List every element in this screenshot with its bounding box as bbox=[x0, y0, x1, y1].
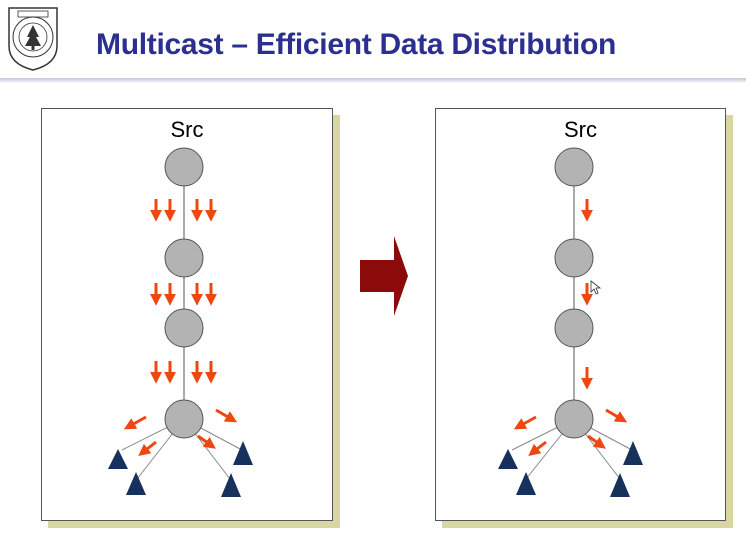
receiver-host bbox=[498, 449, 518, 469]
source-label: Src bbox=[564, 117, 597, 142]
router-branch bbox=[164, 399, 204, 439]
packet-arrow bbox=[197, 434, 216, 449]
router bbox=[164, 238, 204, 278]
packet-arrow bbox=[587, 434, 606, 449]
packet-arrow bbox=[215, 408, 238, 423]
logo-tree bbox=[25, 25, 41, 46]
router bbox=[164, 308, 204, 348]
router bbox=[554, 308, 594, 348]
packet-arrow bbox=[528, 440, 547, 456]
receiver-host bbox=[516, 472, 536, 495]
mouse-cursor-icon bbox=[590, 280, 602, 295]
multicast-panel: Src bbox=[435, 108, 726, 521]
source-label: Src bbox=[170, 117, 204, 142]
title-underline bbox=[0, 78, 746, 83]
logo-inner-ring bbox=[18, 22, 48, 52]
router-branch bbox=[554, 399, 594, 439]
receiver-host bbox=[126, 472, 146, 495]
university-logo-icon bbox=[8, 7, 58, 71]
unicast-diagram bbox=[108, 147, 253, 497]
router-source bbox=[164, 147, 204, 187]
packet-arrow bbox=[123, 415, 147, 430]
right-arrow-icon bbox=[360, 236, 408, 316]
packet-arrow bbox=[513, 415, 537, 430]
packet-arrow bbox=[605, 408, 628, 423]
multicast-diagram bbox=[498, 147, 643, 497]
receiver-host bbox=[233, 441, 253, 465]
logo-top-band bbox=[17, 10, 49, 18]
receiver-host bbox=[108, 449, 128, 469]
router bbox=[554, 238, 594, 278]
logo-tree-trunk bbox=[31, 46, 35, 50]
packet-arrow bbox=[138, 440, 157, 456]
receiver-host bbox=[221, 473, 241, 497]
page-title: Multicast – Efficient Data Distribution bbox=[96, 28, 617, 61]
receiver-host bbox=[610, 473, 630, 497]
router-source bbox=[554, 147, 594, 187]
receiver-host bbox=[623, 441, 643, 465]
unicast-panel: Src bbox=[41, 108, 333, 521]
